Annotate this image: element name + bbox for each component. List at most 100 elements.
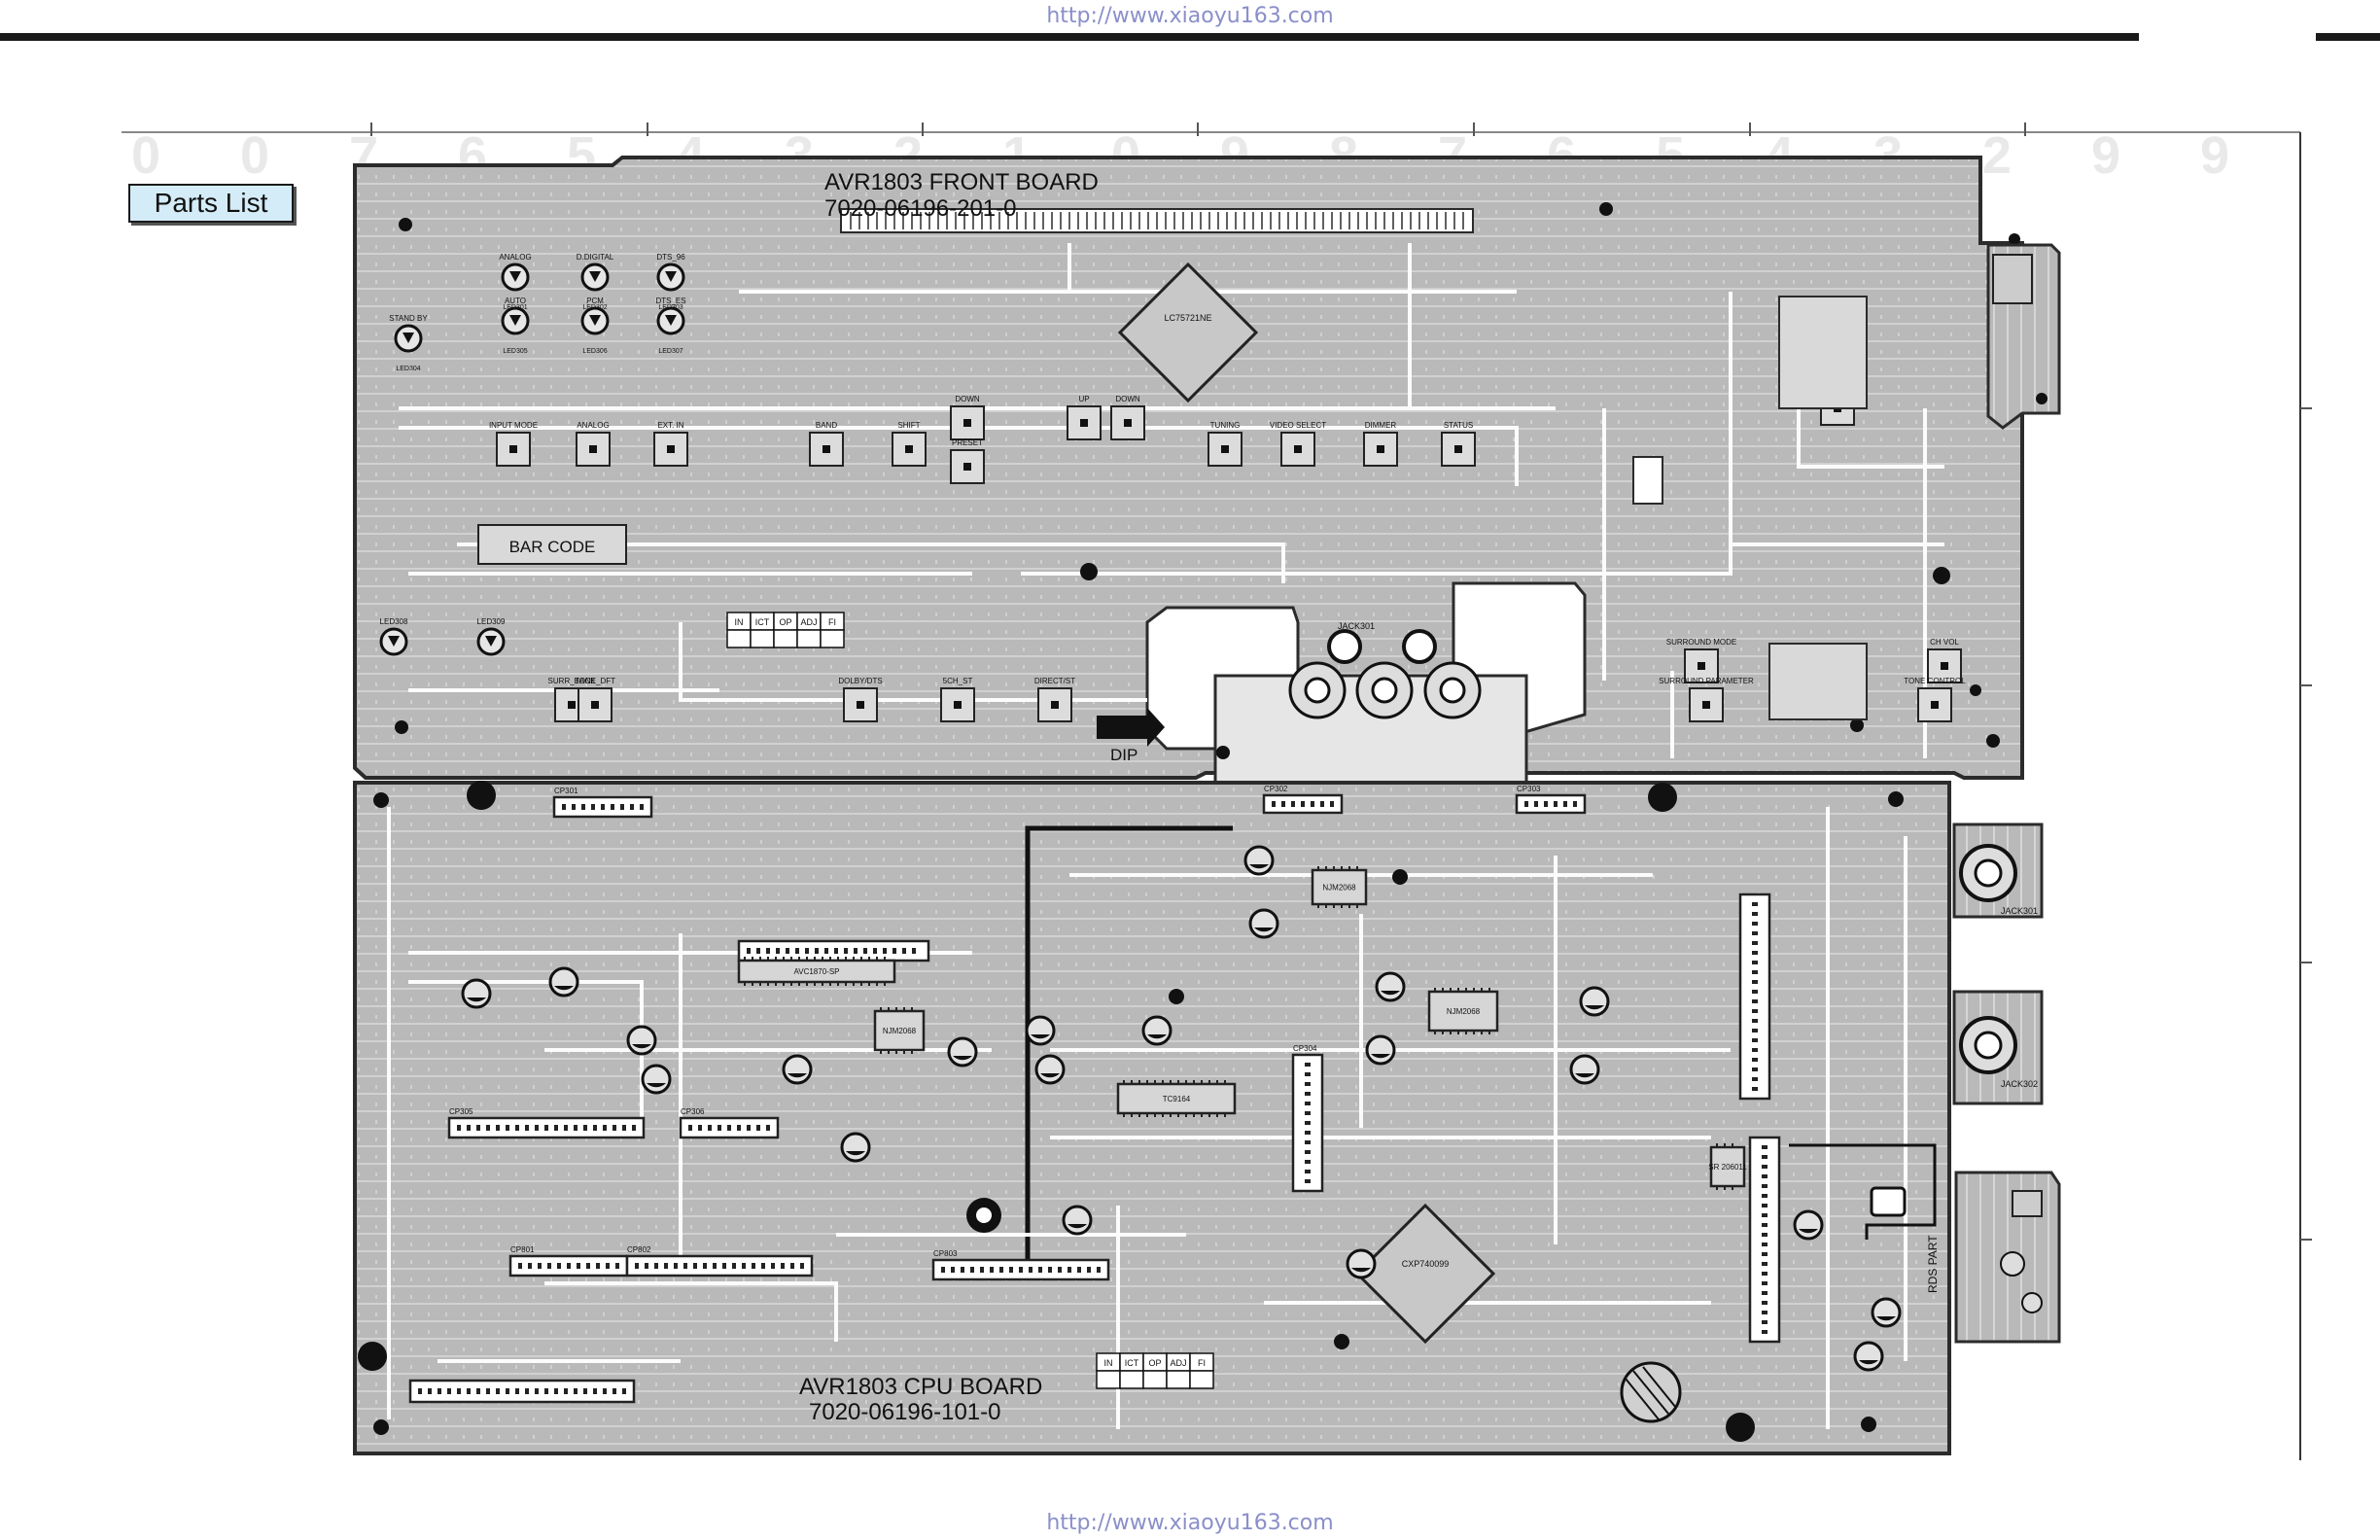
switch-center [1221, 445, 1229, 453]
connector-pin [708, 1125, 712, 1131]
connector-pin [980, 1267, 984, 1273]
connector-pin [1762, 1165, 1768, 1169]
switch-center [1702, 701, 1710, 709]
cap-polarity [1351, 1268, 1371, 1273]
connector-pin [800, 1263, 804, 1269]
lc75721-ic: LC75721NE [1117, 262, 1259, 403]
connector-pin [1762, 1233, 1768, 1237]
connector-pin [863, 948, 867, 954]
led-label: LED309 [477, 617, 506, 626]
connector-pin [1330, 801, 1334, 807]
switch-center [963, 463, 971, 471]
cpu-board-traces [387, 807, 1908, 1429]
connector-pin [611, 804, 614, 810]
electrolytic-cap [626, 1025, 657, 1056]
cap-polarity [1859, 1360, 1878, 1365]
connector-pin [1752, 1058, 1758, 1062]
switch-center [1377, 445, 1384, 453]
switch-label: CH VOL [1930, 638, 1959, 647]
led-symbol [589, 315, 601, 326]
ic-label: NJM2068 [1322, 884, 1356, 892]
cap-polarity [1575, 1073, 1594, 1078]
electrolytic-cap [840, 1132, 871, 1163]
parts-list-button[interactable]: Parts List [128, 184, 294, 223]
cpu-board-part-number: 7020-06196-101-0 [809, 1399, 1001, 1425]
led-label: DTS_ES [655, 297, 685, 305]
switch-label: UP [1078, 395, 1089, 403]
switch-label: EXT. IN [657, 421, 683, 430]
connector-pin [902, 948, 906, 954]
rds-crystal [1870, 1186, 1907, 1217]
connector-pin [1762, 1301, 1768, 1305]
jack301-label: JACK301 [1338, 621, 1375, 631]
switch-center [509, 445, 517, 453]
side-jack-label-1: JACK301 [2001, 906, 2038, 916]
connector-pin [535, 1388, 539, 1394]
led-label: D.DIGITAL [577, 253, 614, 262]
cap-polarity [647, 1083, 666, 1088]
connector-pin [1752, 1019, 1758, 1023]
connector-pin [844, 948, 848, 954]
source-url-top[interactable]: http://www.xiaoyu163.com [1046, 4, 1334, 28]
connector-pin [535, 1125, 539, 1131]
inspection-col: IN [1104, 1358, 1113, 1368]
connector-pin [1563, 801, 1567, 807]
connector-pin [645, 1263, 648, 1269]
cap-polarity [1031, 1034, 1050, 1039]
connector-pin [1087, 1267, 1091, 1273]
cxp740099-ic: CXP740099 [1354, 1203, 1496, 1345]
switch-label: TONE_DFT [575, 677, 615, 685]
led-symbol [665, 271, 677, 282]
connector-label: CP304 [1293, 1044, 1317, 1053]
cpu-black-trace [1025, 825, 1233, 1274]
connector-pin [1524, 801, 1528, 807]
connector-pin [572, 804, 576, 810]
switch-center [822, 445, 830, 453]
connector-pin [467, 1125, 471, 1131]
top-rule-right [2316, 33, 2380, 41]
led-symbol [665, 315, 677, 326]
ic-label-front: LC75721NE [1164, 313, 1211, 323]
connector-pin [562, 804, 566, 810]
connector-pin [583, 1388, 587, 1394]
source-url-bottom[interactable]: http://www.xiaoyu163.com [1046, 1511, 1334, 1535]
connector-pin [1762, 1145, 1768, 1149]
switch-label: SURROUND PARAMETER [1659, 677, 1754, 685]
connector-pin [615, 1263, 619, 1269]
connector-pin [486, 1388, 490, 1394]
connector-pin [557, 1263, 561, 1269]
ic-label: NJM2068 [1447, 1007, 1481, 1016]
connector-pin [1281, 801, 1285, 807]
connector-pin [1762, 1155, 1768, 1159]
switch-label: SURR_BACK [548, 677, 597, 685]
connector-pin [1305, 1150, 1311, 1154]
ic-package [737, 959, 896, 984]
switch-label: PRESET [952, 438, 983, 447]
connector-pin [1554, 801, 1558, 807]
connector-pin [815, 948, 819, 954]
switch-center [1454, 445, 1462, 453]
switch-center [589, 445, 597, 453]
connector-pin [771, 1263, 775, 1269]
led-ref-label: LED302 [582, 304, 607, 311]
side-jack-label-2: JACK302 [2001, 1079, 2038, 1089]
switch-label: DIRECT/ST [1034, 677, 1075, 685]
ic-label: NJM2068 [883, 1027, 917, 1035]
connector-pin [664, 1263, 668, 1269]
connector-strip [1515, 793, 1587, 815]
grid-digit: 9 [2091, 126, 2120, 185]
connector-pin [518, 1263, 522, 1269]
connector-pin [515, 1125, 519, 1131]
connector-pin [873, 948, 877, 954]
switch-center [1051, 701, 1059, 709]
led-symbol [589, 271, 601, 282]
connector-pin [1068, 1267, 1071, 1273]
led-ref-label: LED301 [503, 304, 527, 311]
connector-pin [766, 948, 770, 954]
connector-pin [805, 948, 809, 954]
switch-center [667, 445, 675, 453]
top-rule [0, 33, 2139, 41]
connector-label: CP303 [1517, 785, 1541, 793]
switch-pad [653, 432, 688, 467]
grid-digit: 9 [2200, 126, 2229, 185]
